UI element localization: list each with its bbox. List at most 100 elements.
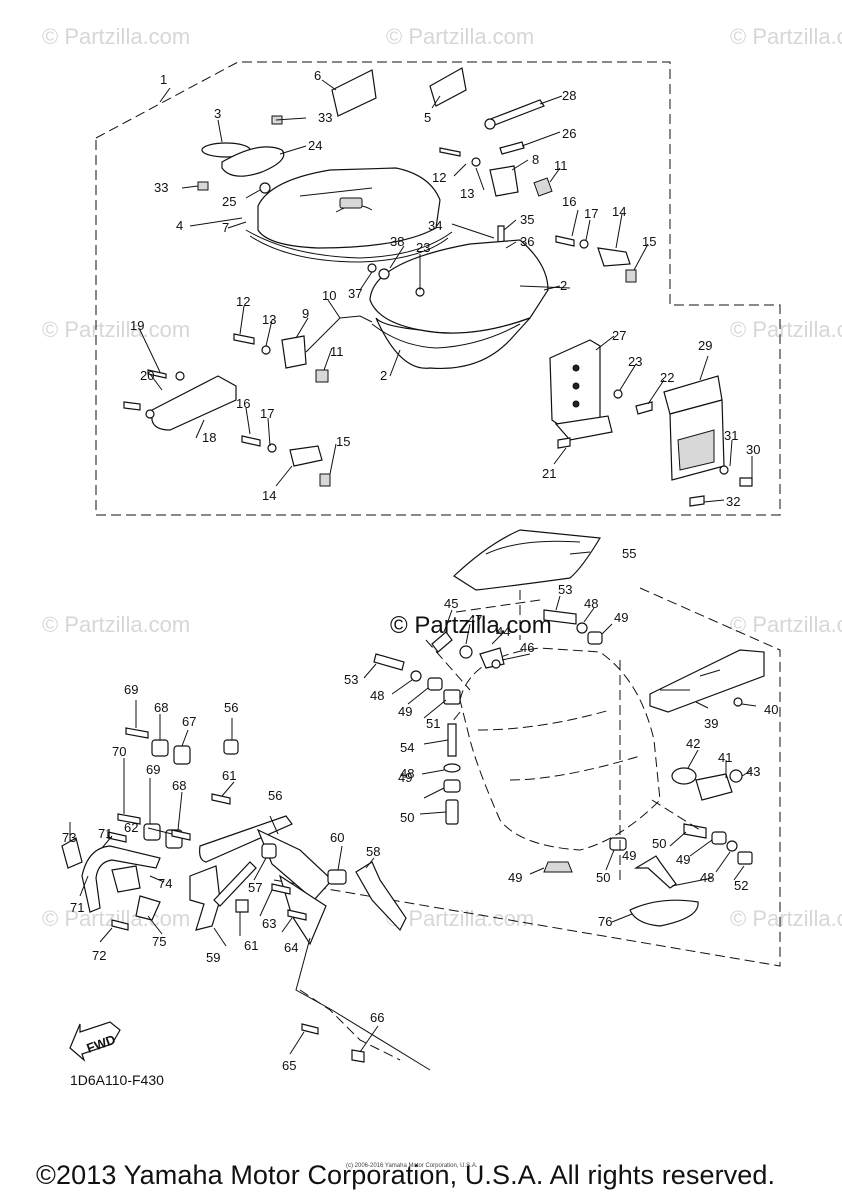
callout-label: 22 bbox=[660, 370, 674, 385]
callout-label: 51 bbox=[426, 716, 440, 731]
callout-label: 48 bbox=[700, 870, 714, 885]
callout-label: 48 bbox=[400, 766, 414, 781]
callout-label: 49 bbox=[622, 848, 636, 863]
callout-label: 25 bbox=[222, 194, 236, 209]
callout-label: 56 bbox=[268, 788, 282, 803]
callout-label: 76 bbox=[598, 914, 612, 929]
callout-label: 60 bbox=[330, 830, 344, 845]
diagram-code: 1D6A110-F430 bbox=[70, 1072, 164, 1088]
callout-label: 64 bbox=[284, 940, 298, 955]
callout-label: 50 bbox=[400, 810, 414, 825]
light-base-part bbox=[221, 146, 285, 177]
callout-label: 74 bbox=[158, 876, 172, 891]
plate-part bbox=[629, 899, 699, 927]
case-outline bbox=[459, 647, 661, 851]
callout-label: 14 bbox=[262, 488, 276, 503]
callout-label: 23 bbox=[416, 240, 430, 255]
callout-label: 33 bbox=[318, 110, 332, 125]
callout-label: 24 bbox=[308, 138, 322, 153]
callout-label: 12 bbox=[432, 170, 446, 185]
callout-label: 61 bbox=[222, 768, 236, 783]
callout-label: 54 bbox=[400, 740, 414, 755]
callout-label: 11 bbox=[330, 344, 344, 359]
callout-label: 49 bbox=[398, 770, 412, 785]
callout-label: 1 bbox=[160, 72, 167, 87]
callout-label: 13 bbox=[262, 312, 276, 327]
callout-label: 73 bbox=[62, 830, 76, 845]
callout-label: 12 bbox=[236, 294, 250, 309]
callout-label: 28 bbox=[562, 88, 576, 103]
pad-part bbox=[453, 529, 602, 591]
callout-label: 49 bbox=[676, 852, 690, 867]
callout-label: 46 bbox=[520, 640, 534, 655]
tiny-copyright: (c) 2006-2016 Yamaha Motor Corporation, … bbox=[346, 1163, 478, 1169]
callout-label: 58 bbox=[366, 844, 380, 859]
callout-label: 9 bbox=[302, 306, 309, 321]
callout-label: 27 bbox=[612, 328, 626, 343]
callout-label: 36 bbox=[520, 234, 534, 249]
callout-label: 23 bbox=[628, 354, 642, 369]
callout-label: 15 bbox=[642, 234, 656, 249]
watermark: © Partzilla.com bbox=[730, 906, 842, 931]
callout-label: 52 bbox=[734, 878, 748, 893]
callout-label: 29 bbox=[698, 338, 712, 353]
callout-label: 48 bbox=[370, 688, 384, 703]
callout-label: 43 bbox=[746, 764, 760, 779]
grab-bar-part bbox=[81, 845, 161, 913]
case-body-part bbox=[369, 239, 549, 334]
callout-label: 30 bbox=[746, 442, 760, 457]
callout-label: 5 bbox=[424, 110, 431, 125]
callout-label: 2 bbox=[380, 368, 387, 383]
callout-label: 72 bbox=[92, 948, 106, 963]
callout-label: 33 bbox=[154, 180, 168, 195]
callout-label: 34 bbox=[428, 218, 442, 233]
callout-label: 71 bbox=[70, 900, 84, 915]
callout-label: 7 bbox=[222, 220, 229, 235]
decal-part bbox=[429, 67, 467, 107]
center-watermark: © Partzilla.com bbox=[390, 612, 552, 639]
callout-label: 18 bbox=[202, 430, 216, 445]
callout-label: 67 bbox=[182, 714, 196, 729]
watermark: © Partzilla.com bbox=[386, 24, 535, 49]
callout-label: 14 bbox=[612, 204, 626, 219]
case-body-part bbox=[375, 317, 531, 370]
callout-label: 17 bbox=[260, 406, 274, 421]
watermark: © Partzilla.com bbox=[42, 317, 191, 342]
callout-label: 55 bbox=[622, 546, 636, 561]
watermark: © Partzilla.com bbox=[386, 906, 535, 931]
callout-label: 56 bbox=[224, 700, 238, 715]
watermark: © Partzilla.com bbox=[730, 24, 842, 49]
callout-label: 32 bbox=[726, 494, 740, 509]
callout-label: 8 bbox=[532, 152, 539, 167]
callout-label: 39 bbox=[704, 716, 718, 731]
bracket-part bbox=[151, 375, 237, 431]
callout-label: 4 bbox=[176, 218, 183, 233]
callout-label: 69 bbox=[124, 682, 138, 697]
callout-label: 42 bbox=[686, 736, 700, 751]
fwd-arrow-icon: FWD bbox=[69, 1021, 121, 1062]
callout-label: 48 bbox=[584, 596, 598, 611]
callout-label: 57 bbox=[248, 880, 262, 895]
callout-label: 37 bbox=[348, 286, 362, 301]
latch-part bbox=[489, 165, 519, 197]
callout-label: 70 bbox=[112, 744, 126, 759]
callout-label: 11 bbox=[554, 158, 568, 173]
callout-label: 65 bbox=[282, 1058, 296, 1073]
callout-label: 45 bbox=[444, 596, 458, 611]
callout-label: 2 bbox=[560, 278, 567, 293]
callout-label: 53 bbox=[344, 672, 358, 687]
callout-label: 26 bbox=[562, 126, 576, 141]
callout-label: 38 bbox=[390, 234, 404, 249]
callout-label: 35 bbox=[520, 212, 534, 227]
callout-label: 47 bbox=[468, 612, 482, 627]
callout-label: 3 bbox=[214, 106, 221, 121]
watermark: © Partzilla.com bbox=[730, 317, 842, 342]
callout-label: 63 bbox=[262, 916, 276, 931]
callout-label: 17 bbox=[584, 206, 598, 221]
frame-bracket-part bbox=[199, 815, 293, 863]
callout-label: 41 bbox=[718, 750, 732, 765]
callout-label: 44 bbox=[496, 624, 510, 639]
callout-label: 68 bbox=[172, 778, 186, 793]
callout-label: 71 bbox=[98, 826, 112, 841]
